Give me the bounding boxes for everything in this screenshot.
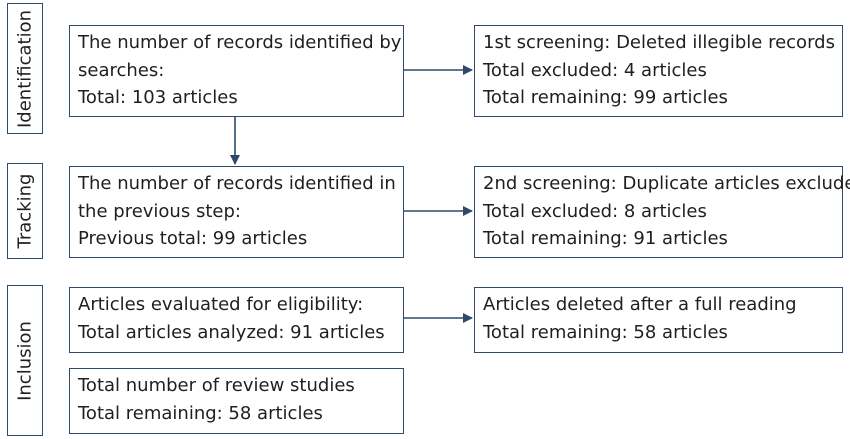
box-second-screening: 2nd screening: Duplicate articles exclud… [474, 166, 850, 258]
box-line: Total excluded: 4 articles [483, 59, 707, 81]
box-previous-step: The number of records identified in the … [69, 166, 404, 258]
box-line: Previous total: 99 articles [78, 228, 308, 249]
box-line: The number of records identified by [78, 32, 402, 53]
box-line: Articles evaluated for eligibility: [78, 294, 364, 315]
stage-inclusion: Inclusion [7, 285, 43, 436]
box-records-identified: The number of records identified by sear… [69, 25, 404, 117]
box-line: Articles deleted after a full reading [483, 294, 797, 315]
box-line: Total remaining: 58 articles [78, 402, 323, 424]
box-line: Total excluded: 8 articles [483, 200, 707, 222]
box-line: Total number of review studies [78, 375, 355, 396]
box-review-studies: Total number of review studies Total rem… [69, 368, 404, 434]
box-line: Total remaining: 91 articles [483, 228, 728, 249]
box-deleted-full-reading: Articles deleted after a full reading To… [474, 287, 843, 353]
box-line: searches: [78, 59, 165, 81]
box-line: Total: 103 articles [78, 87, 238, 108]
box-line: the previous step: [78, 200, 241, 222]
box-line: The number of records identified in [78, 173, 396, 194]
box-first-screening: 1st screening: Deleted illegible records… [474, 25, 843, 117]
box-line: 1st screening: Deleted illegible records [483, 32, 835, 53]
box-line: Total remaining: 99 articles [483, 87, 728, 108]
box-line: Total articles analyzed: 91 articles [78, 321, 385, 343]
stage-tracking: Tracking [7, 163, 43, 259]
box-line: 2nd screening: Duplicate articles exclud… [483, 173, 850, 194]
stage-identification: Identification [7, 3, 43, 134]
box-eligibility: Articles evaluated for eligibility: Tota… [69, 287, 404, 353]
box-line: Total remaining: 58 articles [483, 321, 728, 343]
